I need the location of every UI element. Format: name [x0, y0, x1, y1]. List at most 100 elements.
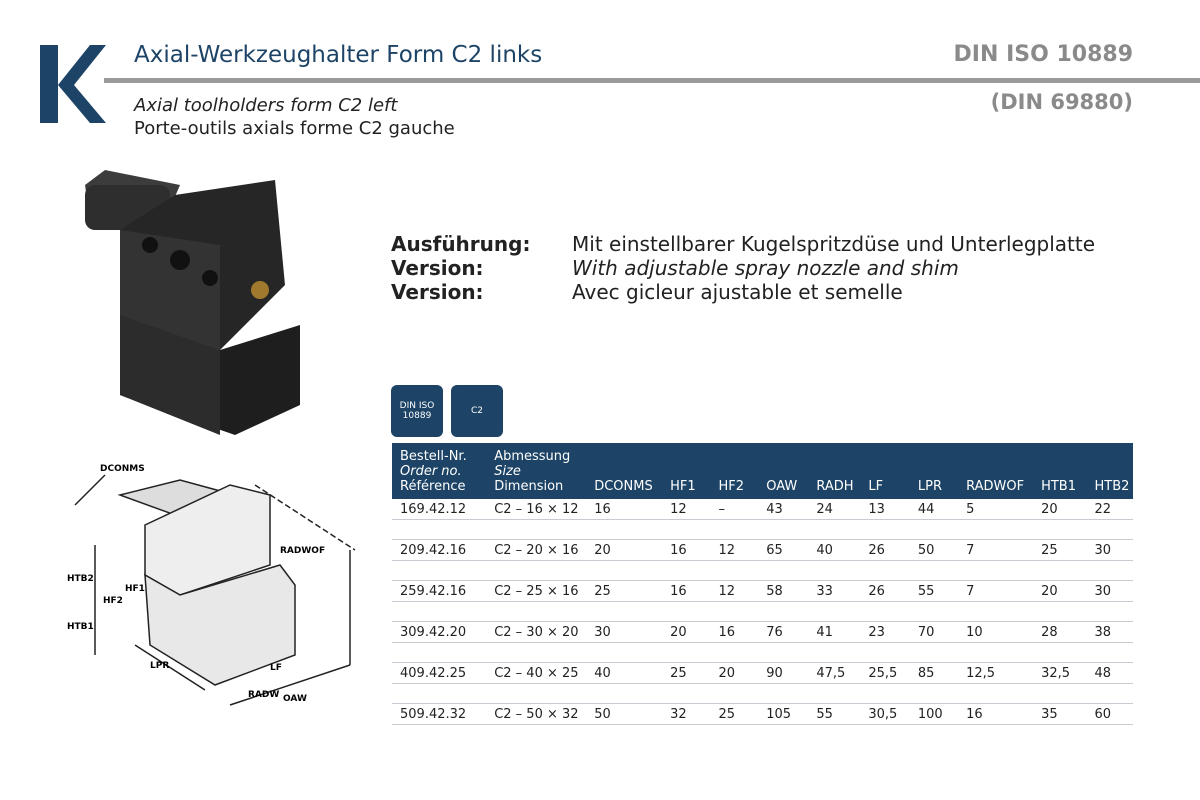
header-dconms: DCONMS — [586, 443, 663, 499]
version-line-fr: Version:Avec gicleur ajustable et semell… — [391, 280, 903, 304]
table-cell: 13 — [860, 499, 910, 520]
table-cell: 26 — [860, 580, 910, 602]
table-cell: 16 — [662, 580, 711, 602]
header-hf2: HF2 — [710, 443, 759, 499]
table-cell: 105 — [758, 703, 809, 725]
table-cell: 85 — [909, 662, 959, 684]
spacer-row — [392, 519, 1133, 540]
label-lpr: LPR — [150, 661, 169, 671]
page-title: Axial-Werkzeughalter Form C2 links — [134, 42, 543, 68]
table-cell: 30 — [1086, 580, 1133, 602]
table-cell: 58 — [758, 580, 809, 602]
table-cell: 40 — [808, 539, 861, 561]
table-cell: 12,5 — [958, 662, 1034, 684]
table-cell: 30,5 — [860, 703, 910, 725]
label-hf2: HF2 — [103, 596, 123, 606]
label-radw: RADW — [248, 690, 279, 700]
table-cell: 16 — [662, 539, 711, 561]
table-cell: 25 — [586, 580, 663, 602]
table-cell: – — [710, 499, 759, 520]
version-line-de: Ausführung:Mit einstellbarer Kugelspritz… — [391, 232, 1096, 256]
table-cell: 50 — [909, 539, 959, 561]
table-cell: 169.42.12 — [392, 499, 487, 520]
table-cell: 65 — [758, 539, 809, 561]
table-cell: 90 — [758, 662, 809, 684]
spacer-cell — [392, 560, 1133, 581]
table-cell: 25 — [662, 662, 711, 684]
table-cell: 25 — [710, 703, 759, 725]
spacer-row — [392, 683, 1133, 704]
table-cell: 50 — [586, 703, 663, 725]
subtitle-fr: Porte-outils axials forme C2 gauche — [134, 118, 455, 139]
table-cell: 41 — [808, 621, 861, 643]
table-cell: C2 – 25 × 16 — [486, 580, 587, 602]
label-dconms: DCONMS — [100, 464, 145, 474]
table-cell: 259.42.16 — [392, 580, 487, 602]
standard-label: DIN ISO 10889 — [953, 42, 1133, 67]
product-photo — [85, 170, 300, 435]
table-cell: 33 — [808, 580, 861, 602]
technical-drawing: DCONMS RADWOF HTB2 HF1 HF2 HTB1 LPR LF R… — [67, 464, 356, 706]
table-cell: 60 — [1086, 703, 1133, 725]
table-cell: 30 — [1086, 539, 1133, 561]
table-cell: 509.42.32 — [392, 703, 487, 725]
label-oaw: OAW — [283, 694, 307, 704]
table-cell: 209.42.16 — [392, 539, 487, 561]
table-cell: 7 — [958, 580, 1034, 602]
table-cell: 20 — [1033, 499, 1087, 520]
label-htb2: HTB2 — [67, 574, 94, 584]
header-rule — [104, 78, 1200, 83]
table-cell: 10 — [958, 621, 1034, 643]
table-cell: 12 — [710, 580, 759, 602]
brand-logo — [40, 45, 106, 123]
header-lf: LF — [860, 443, 910, 499]
header-htb2: HTB2 — [1086, 443, 1133, 499]
label-radwof: RADWOF — [280, 546, 325, 556]
version-line-en: Version:With adjustable spray nozzle and… — [391, 256, 959, 280]
header-order-no: Bestell-Nr.Order no.Référence — [392, 443, 487, 499]
header-oaw: OAW — [758, 443, 809, 499]
table-cell: C2 – 50 × 32 — [486, 703, 587, 725]
table-cell: 25 — [1033, 539, 1087, 561]
spacer-row — [392, 560, 1133, 581]
table-cell: 5 — [958, 499, 1034, 520]
table-cell: 100 — [909, 703, 959, 725]
table-cell: 309.42.20 — [392, 621, 487, 643]
subtitle-en: Axial toolholders form C2 left — [134, 95, 398, 116]
table-cell: 16 — [958, 703, 1034, 725]
table-cell: 38 — [1086, 621, 1133, 643]
spacer-row — [392, 642, 1133, 663]
header-radh: RADH — [808, 443, 861, 499]
form-badge: C2 — [451, 385, 503, 437]
version-block: Ausführung:Mit einstellbarer Kugelspritz… — [391, 232, 1095, 304]
table-cell: 32,5 — [1033, 662, 1087, 684]
spacer-cell — [392, 601, 1133, 622]
table-cell: 76 — [758, 621, 809, 643]
table-cell: 26 — [860, 539, 910, 561]
table-cell: 20 — [586, 539, 663, 561]
table-cell: 55 — [909, 580, 959, 602]
table-cell: 409.42.25 — [392, 662, 487, 684]
spacer-row — [392, 601, 1133, 622]
spacer-cell — [392, 519, 1133, 540]
spacer-cell — [392, 683, 1133, 704]
table-cell: 28 — [1033, 621, 1087, 643]
table-cell: 20 — [710, 662, 759, 684]
table-cell: 40 — [586, 662, 663, 684]
label-htb1: HTB1 — [67, 622, 94, 632]
table-cell: 30 — [586, 621, 663, 643]
table-cell: 20 — [662, 621, 711, 643]
spacer-cell — [392, 642, 1133, 663]
table-cell: 16 — [586, 499, 663, 520]
table-cell: 70 — [909, 621, 959, 643]
table-cell: 7 — [958, 539, 1034, 561]
header-hf1: HF1 — [662, 443, 711, 499]
table-cell: 22 — [1086, 499, 1133, 520]
table-cell: 48 — [1086, 662, 1133, 684]
